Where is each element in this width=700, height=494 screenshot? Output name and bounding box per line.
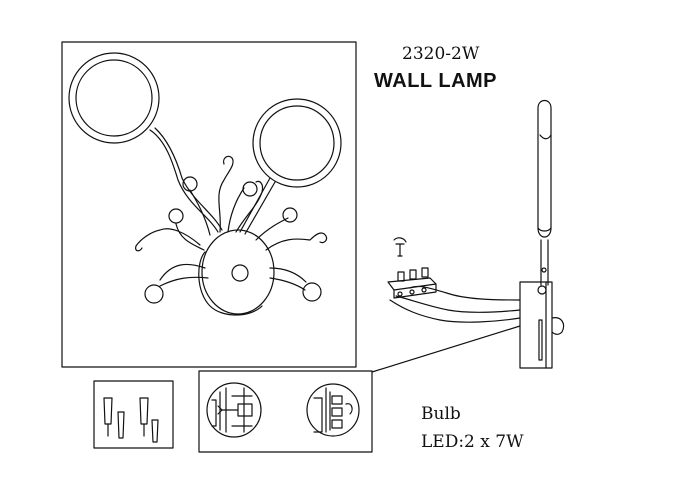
product-name: WALL LAMP: [374, 70, 498, 92]
mounting-detail: [207, 383, 359, 437]
mounting-detail-frame: [199, 371, 372, 452]
front-view-lamp: [69, 53, 341, 315]
bulb-title: Bulb: [421, 404, 461, 424]
front-view-frame: [62, 42, 356, 367]
hardware-frame: [94, 381, 173, 448]
bulb-spec: LED:2 x 7W: [421, 432, 524, 452]
model-number: 2320-2W: [402, 44, 480, 64]
screws-and-anchors: [104, 398, 158, 442]
side-view-lamp: [388, 101, 564, 369]
callout-line: [372, 326, 520, 372]
